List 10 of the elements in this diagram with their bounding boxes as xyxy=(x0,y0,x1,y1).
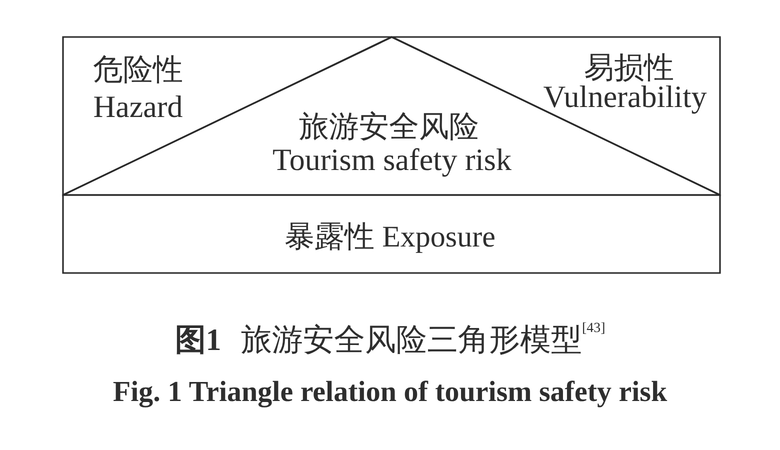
node-label: 旅游安全风险 xyxy=(299,110,479,144)
triangle-region xyxy=(63,37,720,195)
node-label: 易损性 xyxy=(584,52,674,84)
figure-caption: 图1 旅游安全风险三角形模型$^{[43]}$ xyxy=(174,322,606,358)
base-band xyxy=(63,195,720,273)
node-label: 危险性 xyxy=(93,54,183,86)
node-label: 暴露性 Exposure xyxy=(284,220,496,254)
node-label: Tourism safety risk xyxy=(272,142,512,178)
node-label: Hazard xyxy=(93,90,183,124)
figure-caption: Fig. 1 Triangle relation of tourism safety risk xyxy=(112,377,668,409)
